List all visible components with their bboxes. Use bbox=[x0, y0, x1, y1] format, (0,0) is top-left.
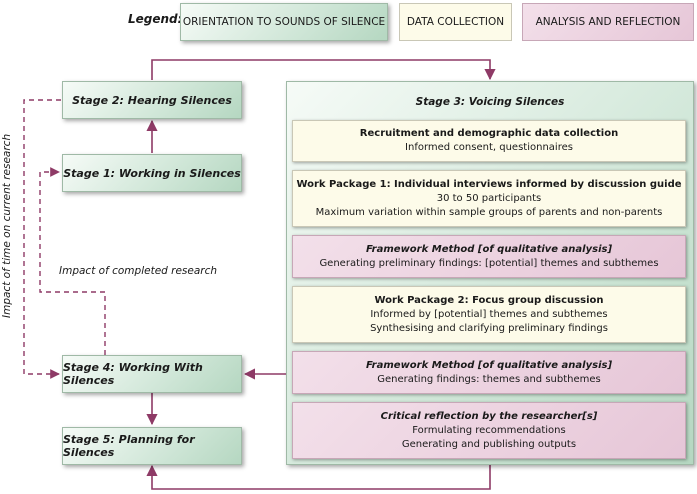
stage-3-title: Stage 3: Voicing Silences bbox=[415, 96, 565, 108]
step-line: Informed consent, questionnaires bbox=[405, 142, 573, 153]
step-line: Generating preliminary findings: [potent… bbox=[319, 257, 659, 269]
step-critical-reflection: Critical reflection by the researcher[s]… bbox=[292, 402, 686, 459]
arrow-stage3-to-stage5 bbox=[146, 464, 491, 490]
step-framework-preliminary: Framework Method [of qualitative analysi… bbox=[292, 235, 686, 278]
dashed-arrow-completed bbox=[39, 167, 106, 355]
impact-completed-label: Impact of completed research bbox=[59, 265, 218, 277]
legend-analysis: ANALYSIS AND REFLECTION bbox=[522, 3, 694, 41]
step-work-package-1: Work Package 1: Individual interviews in… bbox=[292, 170, 686, 227]
step-line: Generating and publishing outputs bbox=[401, 438, 577, 450]
step-heading: Work Package 1: Individual interviews in… bbox=[296, 178, 682, 190]
step-line: Formulating recommendations bbox=[412, 424, 566, 436]
legend-orientation: ORIENTATION TO SOUNDS OF SILENCE bbox=[180, 3, 388, 41]
step-heading: Framework Method [of qualitative analysi… bbox=[365, 243, 613, 255]
step-work-package-2: Work Package 2: Focus group discussion I… bbox=[292, 286, 686, 343]
stage-2-box: Stage 2: Hearing Silences bbox=[62, 81, 242, 119]
step-line: Informed by [potential] themes and subth… bbox=[370, 308, 608, 320]
step-line: 30 to 50 participants bbox=[436, 192, 542, 204]
step-heading: Recruitment and demographic data collect… bbox=[359, 128, 619, 139]
step-line: Synthesising and clarifying preliminary … bbox=[370, 322, 608, 334]
dashed-arrow-time bbox=[23, 99, 61, 379]
step-line: Generating findings: themes and subtheme… bbox=[377, 373, 601, 385]
legend-data-collection: DATA COLLECTION bbox=[399, 3, 512, 41]
step-heading: Critical reflection by the researcher[s] bbox=[380, 410, 598, 422]
arrow-stage2-to-stage3 bbox=[151, 59, 496, 81]
stage-1-box: Stage 1: Working in Silences bbox=[62, 154, 242, 192]
step-heading: Framework Method [of qualitative analysi… bbox=[365, 359, 613, 371]
step-heading: Work Package 2: Focus group discussion bbox=[374, 294, 604, 306]
step-line: Maximum variation within sample groups o… bbox=[315, 206, 663, 218]
stage-4-box: Stage 4: Working With Silences bbox=[62, 355, 242, 393]
step-recruitment: Recruitment and demographic data collect… bbox=[292, 120, 686, 162]
step-framework-findings: Framework Method [of qualitative analysi… bbox=[292, 351, 686, 394]
stage-5-box: Stage 5: Planning for Silences bbox=[62, 427, 242, 465]
impact-time-label: Impact of time on current research bbox=[1, 133, 13, 318]
legend-label: Legend: bbox=[128, 12, 183, 26]
